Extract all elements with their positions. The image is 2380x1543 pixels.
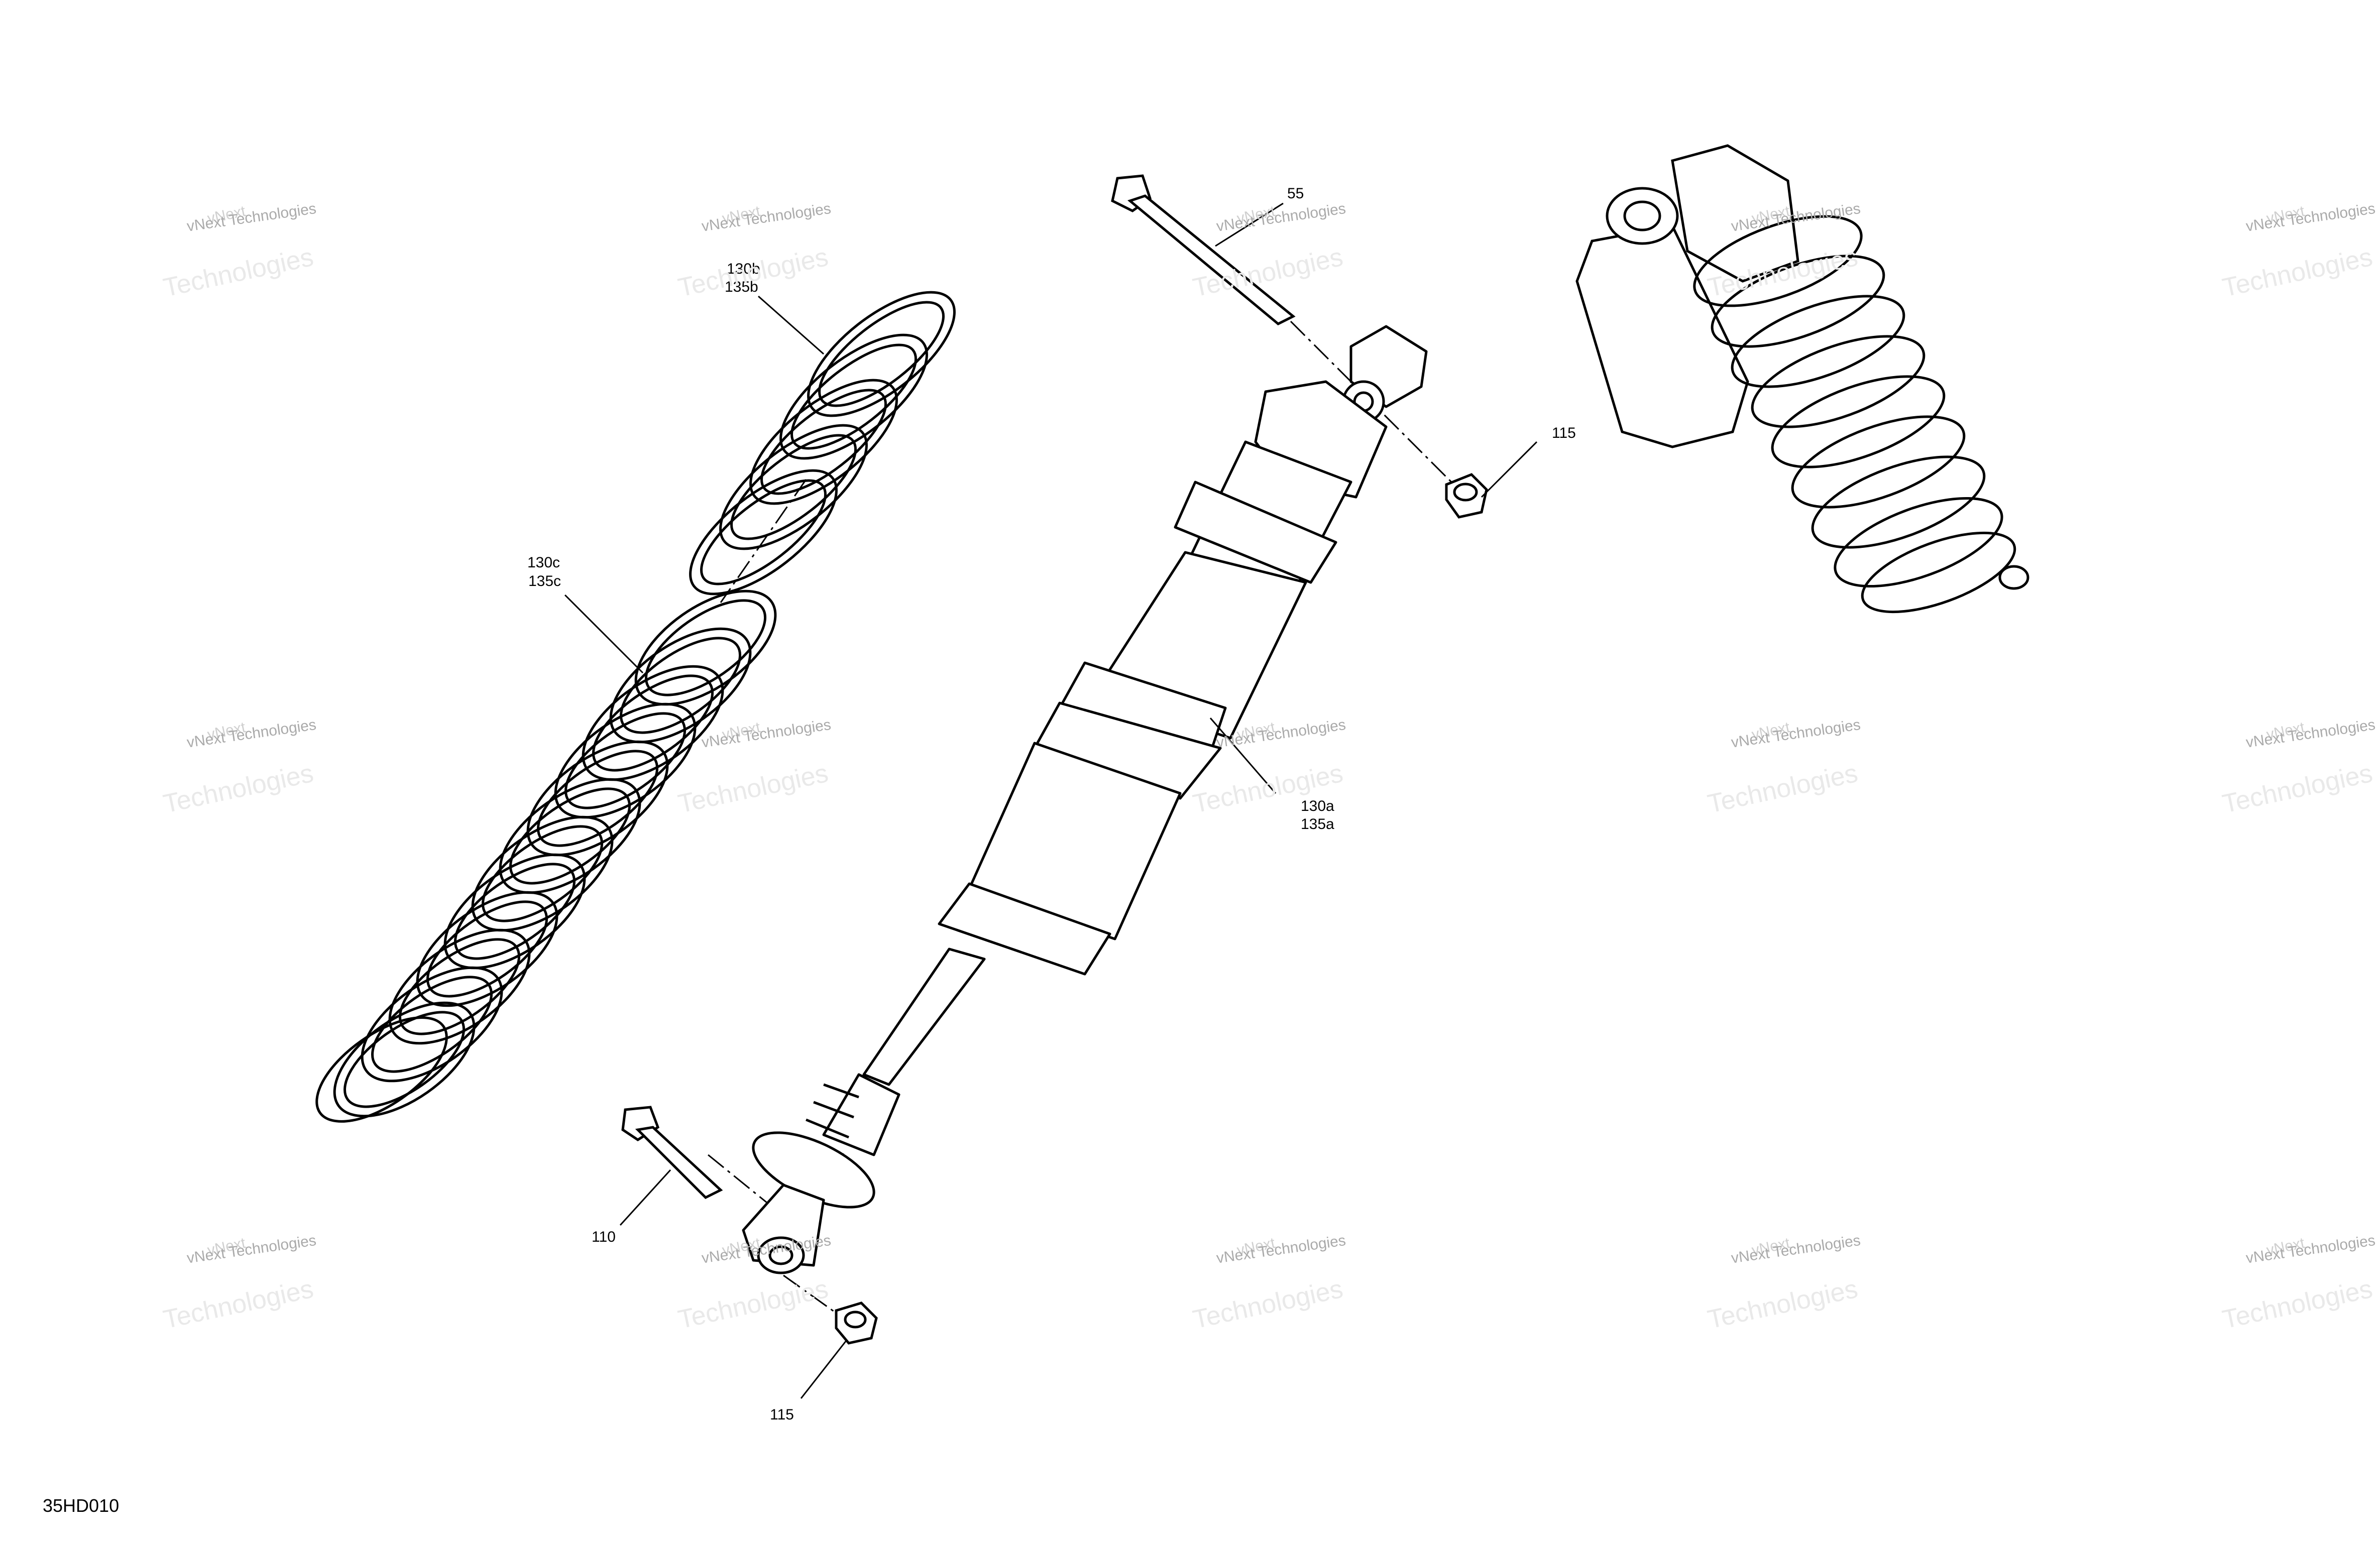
callout-130a: 130a <box>1301 798 1334 814</box>
assembled-shock <box>1575 144 2029 614</box>
leader-lines <box>564 202 1538 1399</box>
callout-115-bottom: 115 <box>770 1406 794 1423</box>
callout-135c: 135c <box>528 573 561 589</box>
nut-115-bottom <box>835 1301 878 1345</box>
callout-130c: 130c <box>527 554 560 571</box>
bolt-55 <box>1111 174 1296 325</box>
callout-115-top: 115 <box>1552 425 1576 441</box>
callout-135a: 135a <box>1301 816 1334 833</box>
lower-coil-spring <box>315 589 777 1123</box>
callout-130b: 130b <box>727 261 760 277</box>
callout-55: 55 <box>1287 185 1304 202</box>
figure-id: 35HD010 <box>43 1495 120 1516</box>
main-shock-absorber <box>742 325 1428 1274</box>
callout-110: 110 <box>592 1229 616 1245</box>
nut-115-top <box>1445 473 1488 519</box>
bolt-110 <box>621 1106 723 1200</box>
callout-135b: 135b <box>725 279 758 295</box>
upper-coil-spring <box>689 291 956 596</box>
